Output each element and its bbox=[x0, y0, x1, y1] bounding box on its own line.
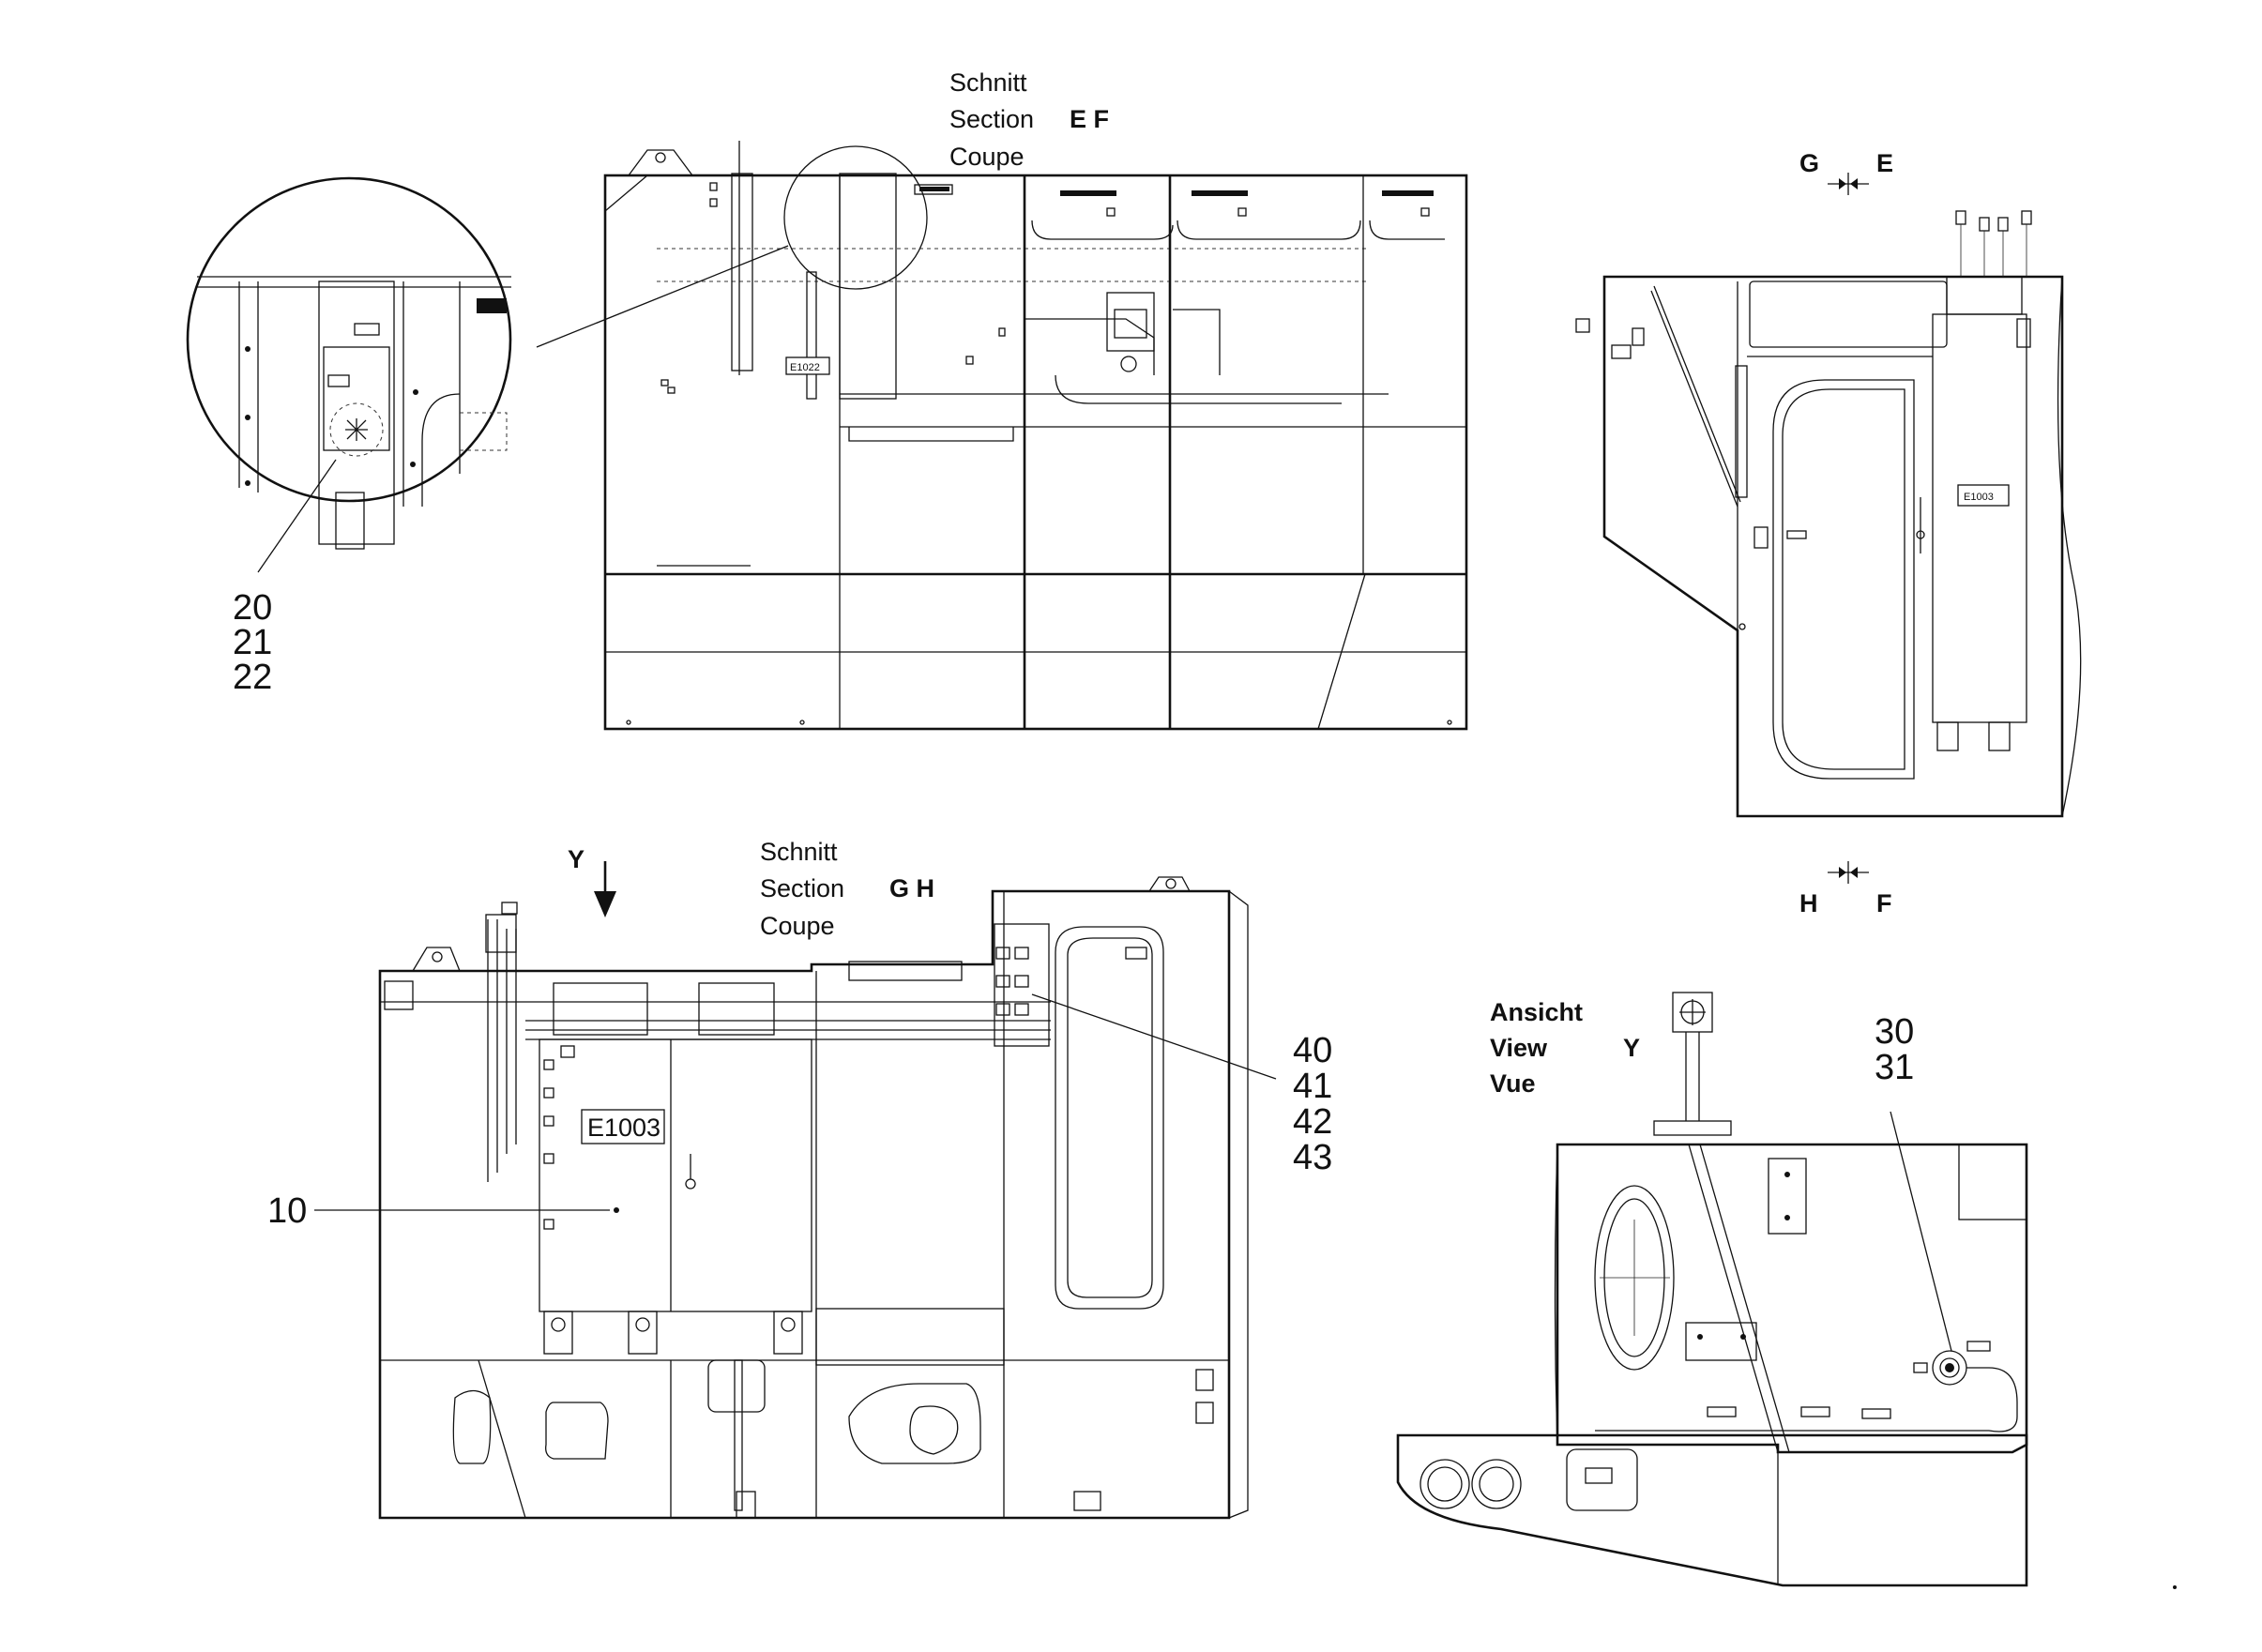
right-section-view: G E E1003 bbox=[1575, 149, 2082, 917]
view-y: Ansicht View Y Vue bbox=[1396, 992, 2028, 1587]
section-ef-line-2: Section bbox=[949, 105, 1034, 133]
section-gh-line-1: Schnitt bbox=[760, 838, 838, 866]
section-ef-label: Schnitt Section E F Coupe bbox=[949, 68, 1109, 171]
callout-43: 43 bbox=[1293, 1138, 1332, 1177]
top-view-frame bbox=[603, 174, 1468, 731]
callout-30: 30 bbox=[1875, 1012, 1914, 1052]
front-frame bbox=[378, 889, 1231, 1520]
round-panel bbox=[1055, 926, 1164, 1310]
section-gh-id: G H bbox=[889, 874, 934, 902]
detail-leader bbox=[536, 245, 789, 348]
cabinet-side bbox=[1932, 313, 2027, 723]
callout-21: 21 bbox=[233, 623, 272, 662]
tag-e1022 bbox=[785, 356, 830, 375]
section-gh-line-3: Coupe bbox=[760, 912, 835, 940]
marker-f: F bbox=[1876, 889, 1892, 917]
fan-unit bbox=[1106, 292, 1155, 352]
callout-20: 20 bbox=[233, 588, 272, 628]
callout-42: 42 bbox=[1293, 1102, 1332, 1142]
callout-20-leader bbox=[257, 459, 337, 573]
marker-h: H bbox=[1799, 889, 1818, 917]
top-view: E1022 bbox=[536, 141, 1468, 731]
section-ef-id: E F bbox=[1070, 105, 1109, 133]
callout-22: 22 bbox=[233, 658, 272, 697]
marker-g-e: G E bbox=[1799, 149, 1893, 195]
view-y-line-1: Ansicht bbox=[1490, 998, 1583, 1026]
view-y-line-2: View bbox=[1490, 1034, 1548, 1062]
callout-40: 40 bbox=[1293, 1031, 1332, 1070]
view-y-body bbox=[1556, 1143, 2028, 1454]
callouts-20-22: 20 21 22 bbox=[233, 588, 272, 697]
callout-40-leader bbox=[1031, 993, 1277, 1080]
section-gh-label: Schnitt Section G H Coupe bbox=[760, 838, 934, 940]
detail-marker-circle bbox=[783, 145, 928, 290]
callout-41: 41 bbox=[1293, 1067, 1332, 1106]
tag-e1022-text: E1022 bbox=[790, 362, 820, 373]
view-y-base bbox=[1396, 1433, 2028, 1587]
cabinet-front bbox=[539, 1038, 812, 1312]
view-y-line-3: Vue bbox=[1490, 1069, 1536, 1098]
crosshair-plate bbox=[1672, 992, 1713, 1033]
magnified-detail bbox=[186, 176, 512, 573]
magnifier-circle bbox=[186, 176, 512, 503]
view-y-label: Y bbox=[568, 845, 584, 873]
callout-10: 10 bbox=[267, 1191, 307, 1231]
front-view: Y E1003 bbox=[267, 845, 1332, 1520]
tag-e1003-side-text: E1003 bbox=[1964, 492, 1994, 503]
tag-e1003-front bbox=[581, 1109, 665, 1144]
section-ef-line-1: Schnitt bbox=[949, 68, 1027, 97]
tag-e1003-side bbox=[1957, 484, 2010, 507]
marker-h-f: H F bbox=[1799, 861, 1892, 917]
marker-g: G bbox=[1799, 149, 1819, 177]
view-y-arrow: Y bbox=[568, 845, 616, 917]
callout-31: 31 bbox=[1875, 1048, 1914, 1087]
oval-window bbox=[1594, 1185, 1675, 1371]
section-ef-line-3: Coupe bbox=[949, 143, 1025, 171]
marker-e: E bbox=[1876, 149, 1893, 177]
speck bbox=[2173, 1585, 2177, 1589]
view-y-id: Y bbox=[1623, 1034, 1640, 1062]
tag-e1003-front-text: E1003 bbox=[587, 1114, 660, 1142]
callout-30-leader bbox=[1890, 1111, 1952, 1352]
lifting-eye bbox=[628, 149, 693, 176]
view-y-label-block: Ansicht View Y Vue bbox=[1490, 998, 1640, 1098]
section-gh-line-2: Section bbox=[760, 874, 844, 902]
